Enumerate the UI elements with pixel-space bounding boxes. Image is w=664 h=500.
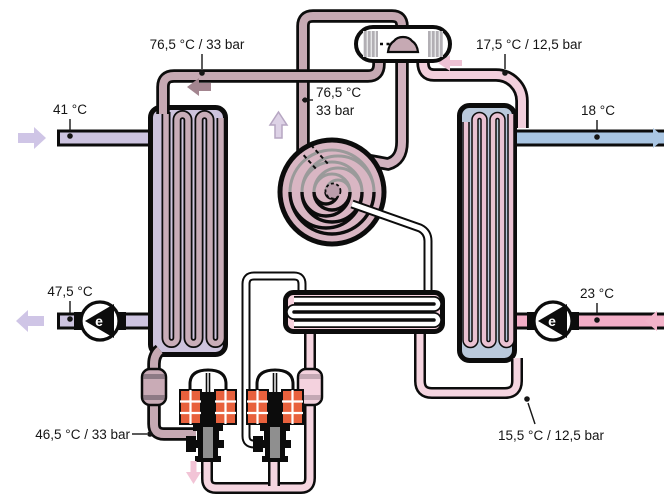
svg-text:33 bar: 33 bar bbox=[316, 103, 355, 118]
arrow-discharge-flow bbox=[187, 78, 211, 96]
expansion-valve-left bbox=[179, 368, 237, 462]
liquid-line bbox=[147, 344, 196, 441]
svg-text:23 °C: 23 °C bbox=[580, 286, 614, 301]
svg-text:41 °C: 41 °C bbox=[53, 102, 87, 117]
compressor-motor-shell bbox=[354, 25, 452, 63]
expansion-valve-right bbox=[246, 368, 304, 462]
circulation-pump-left: e bbox=[74, 300, 126, 342]
condenser-heat-exchanger bbox=[148, 105, 228, 357]
circulation-pump-right: e bbox=[527, 300, 579, 342]
check-valve-dome bbox=[386, 35, 420, 54]
economizer-coil bbox=[286, 296, 442, 328]
label-suction-line: 17,5 °C / 12,5 bar bbox=[476, 37, 582, 76]
pump-letter: e bbox=[95, 313, 103, 329]
label-heating-supply: 47,5 °C bbox=[47, 284, 93, 322]
svg-text:15,5 °C / 12,5 bar: 15,5 °C / 12,5 bar bbox=[498, 428, 604, 443]
arrow-suction-flow bbox=[438, 55, 462, 71]
pump-rotor-triangle bbox=[85, 304, 114, 338]
scroll-compressor bbox=[277, 137, 387, 247]
hidden-pipe-dashes bbox=[298, 144, 330, 171]
arrow-expansion-down bbox=[186, 461, 201, 484]
label-discharge-line: 76,5 °C / 33 bar bbox=[150, 37, 245, 76]
evaporator-heat-exchanger bbox=[457, 103, 517, 363]
economizer-to-valve-line bbox=[241, 271, 307, 449]
arrow-compressor-up bbox=[268, 110, 289, 139]
svg-text:76,5 °C / 33 bar: 76,5 °C / 33 bar bbox=[150, 37, 245, 52]
solenoid-coil-right bbox=[214, 389, 237, 425]
shell-to-scroll-pipe bbox=[364, 50, 409, 171]
label-liquid-line: 46,5 °C / 33 bar bbox=[35, 427, 153, 442]
valve-plunger bbox=[270, 427, 280, 458]
motor-winding-left bbox=[363, 31, 378, 57]
svg-text:17,5 °C / 12,5 bar: 17,5 °C / 12,5 bar bbox=[476, 37, 582, 52]
solenoid-coil-right bbox=[281, 389, 304, 425]
compressor-discharge-riser bbox=[296, 9, 409, 152]
svg-text:46,5 °C / 33 bar: 46,5 °C / 33 bar bbox=[35, 427, 130, 442]
label-evaporator-inlet: 15,5 °C / 12,5 bar bbox=[498, 396, 604, 443]
label-heating-return: 41 °C bbox=[53, 102, 87, 139]
svg-text:18 °C: 18 °C bbox=[581, 103, 615, 118]
svg-text:76,5 °C: 76,5 °C bbox=[316, 85, 361, 100]
label-source-in: 18 °C bbox=[581, 103, 615, 140]
valve-outlet-collector bbox=[201, 300, 316, 494]
scroll-center bbox=[324, 182, 342, 200]
arrow-source-out bbox=[645, 311, 664, 331]
pump-letter: e bbox=[548, 313, 556, 329]
arrow-heating-return-in bbox=[18, 127, 46, 149]
evaporator-feed-line bbox=[414, 300, 523, 399]
filter-drier-left bbox=[140, 367, 168, 407]
arrow-source-in bbox=[639, 128, 664, 148]
suction-line-from-evaporator bbox=[416, 54, 529, 128]
motor-winding-right bbox=[428, 31, 443, 57]
pump-rotor-triangle bbox=[538, 304, 567, 338]
solenoid-coil-left bbox=[179, 389, 202, 425]
arrow-heating-supply-out bbox=[16, 310, 44, 332]
valve-plunger bbox=[203, 427, 213, 458]
discharge-line-to-condenser bbox=[156, 54, 386, 114]
svg-text:47,5 °C: 47,5 °C bbox=[47, 284, 92, 299]
solenoid-coil-left bbox=[246, 389, 269, 425]
label-compressor-state: 76,5 °C 33 bar bbox=[302, 85, 361, 118]
label-source-out: 23 °C bbox=[580, 286, 614, 323]
injection-line bbox=[350, 199, 433, 300]
economizer-heat-exchanger bbox=[283, 290, 445, 334]
